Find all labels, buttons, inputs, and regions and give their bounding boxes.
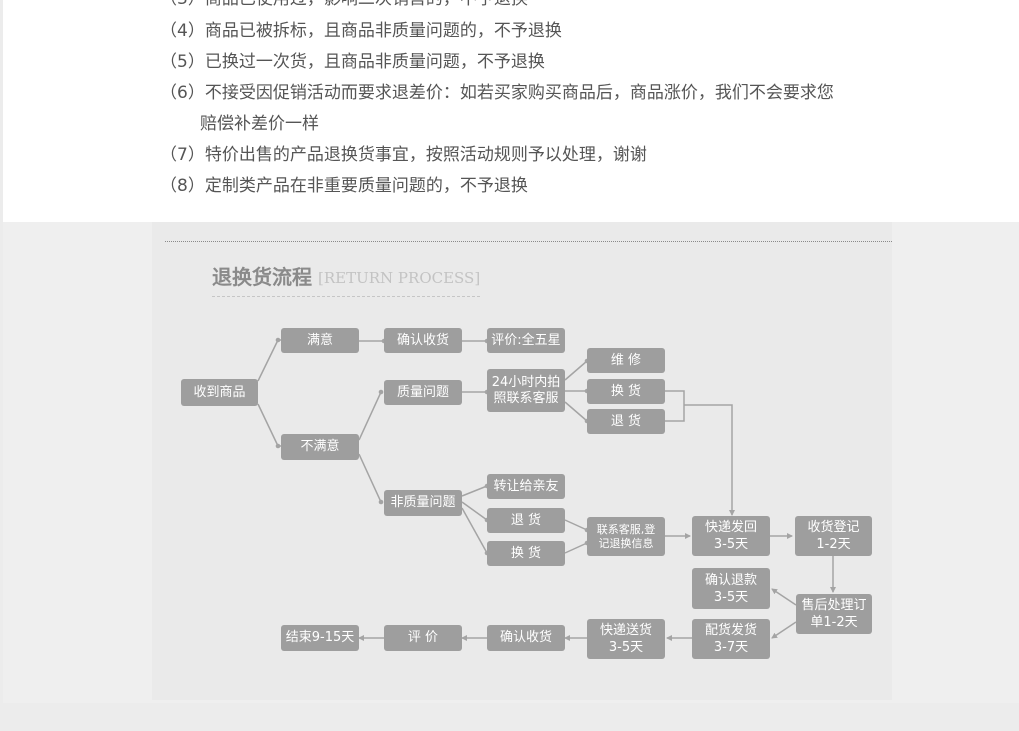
node-repair: 维 修 xyxy=(587,348,665,373)
node-satisfied: 满意 xyxy=(281,328,359,353)
title-underline xyxy=(212,296,480,297)
connector-nonquality-exchange xyxy=(461,507,488,554)
process-title: 退换货流程 xyxy=(212,265,312,289)
connector-bracket-express xyxy=(684,404,735,516)
node-confirm-receipt-bottom: 确认收货 xyxy=(487,625,565,651)
node-ship-goods: 配货发货 3-7天 xyxy=(692,619,770,659)
node-after-sale-process: 售后处理订 单1-2天 xyxy=(796,594,872,634)
connector-unsatisfied-nonquality xyxy=(358,453,382,503)
node-exchange-quality: 换 货 xyxy=(587,379,665,404)
connector-exchange-contact xyxy=(564,542,588,554)
connector-aftersale-ship xyxy=(771,621,797,639)
connector-aftersale-refund xyxy=(771,588,797,606)
node-contact-register: 联系客服,登 记退换信息 xyxy=(587,517,665,556)
connector-receive-unsatisfied xyxy=(257,403,279,447)
connector-nonquality-transfer xyxy=(461,485,488,497)
rule-item-3: （3）商品已使用过，影响二次销售的，不予退换 xyxy=(160,0,528,9)
node-end: 结束9-15天 xyxy=(281,625,359,651)
node-receive-goods: 收到商品 xyxy=(181,379,258,406)
node-exchange-non-quality: 换 货 xyxy=(487,541,565,566)
connector-bracket xyxy=(665,390,685,422)
node-photo-contact: 24小时内拍 照联系客服 xyxy=(487,369,565,412)
node-return-quality: 退 货 xyxy=(587,409,665,434)
connector-return-contact xyxy=(564,519,588,531)
connector-unsatisfied-quality xyxy=(358,391,382,441)
rule-item-5: （5）已换过一次货，且商品非质量问题，不予退换 xyxy=(160,52,545,72)
connector-nonquality-return xyxy=(461,501,488,521)
rule-item-6: （6）不接受因促销活动而要求退差价：如若买家购买商品后，商品涨价，我们不会要求您 xyxy=(160,83,834,103)
rule-item-7: （7）特价出售的产品退换货事宜，按照活动规则予以处理，谢谢 xyxy=(160,145,647,165)
node-receive-register: 收货登记 1-2天 xyxy=(795,516,872,556)
node-quality-issue: 质量问题 xyxy=(384,380,462,405)
node-confirm-receipt-top: 确认收货 xyxy=(384,328,462,353)
node-transfer-friend: 转让给亲友 xyxy=(487,474,565,499)
node-rate-five-star: 评价:全五星 xyxy=(487,328,565,353)
node-express-return: 快递发回 3-5天 xyxy=(692,516,770,556)
node-express-delivery: 快递送货 3-5天 xyxy=(587,619,665,659)
connector-photo-return xyxy=(564,401,588,422)
node-confirm-refund: 确认退款 3-5天 xyxy=(692,568,770,609)
rule-item-8: （8）定制类产品在非重要质量问题的，不予退换 xyxy=(160,176,528,196)
node-non-quality-issue: 非质量问题 xyxy=(384,490,462,516)
connector-photo-repair xyxy=(564,360,588,381)
rule-item-4: （4）商品已被拆标，且商品非质量问题的，不予退换 xyxy=(160,21,562,41)
rule-item-6-continued: 赔偿补差价一样 xyxy=(200,114,319,134)
section-divider xyxy=(165,241,892,242)
node-return-non-quality: 退 货 xyxy=(487,508,565,533)
process-subtitle: [RETURN PROCESS] xyxy=(318,269,481,287)
node-evaluate: 评 价 xyxy=(384,625,462,651)
node-unsatisfied: 不满意 xyxy=(281,434,359,460)
policy-panel xyxy=(3,0,1019,222)
connector-receive-satisfied xyxy=(257,339,279,382)
